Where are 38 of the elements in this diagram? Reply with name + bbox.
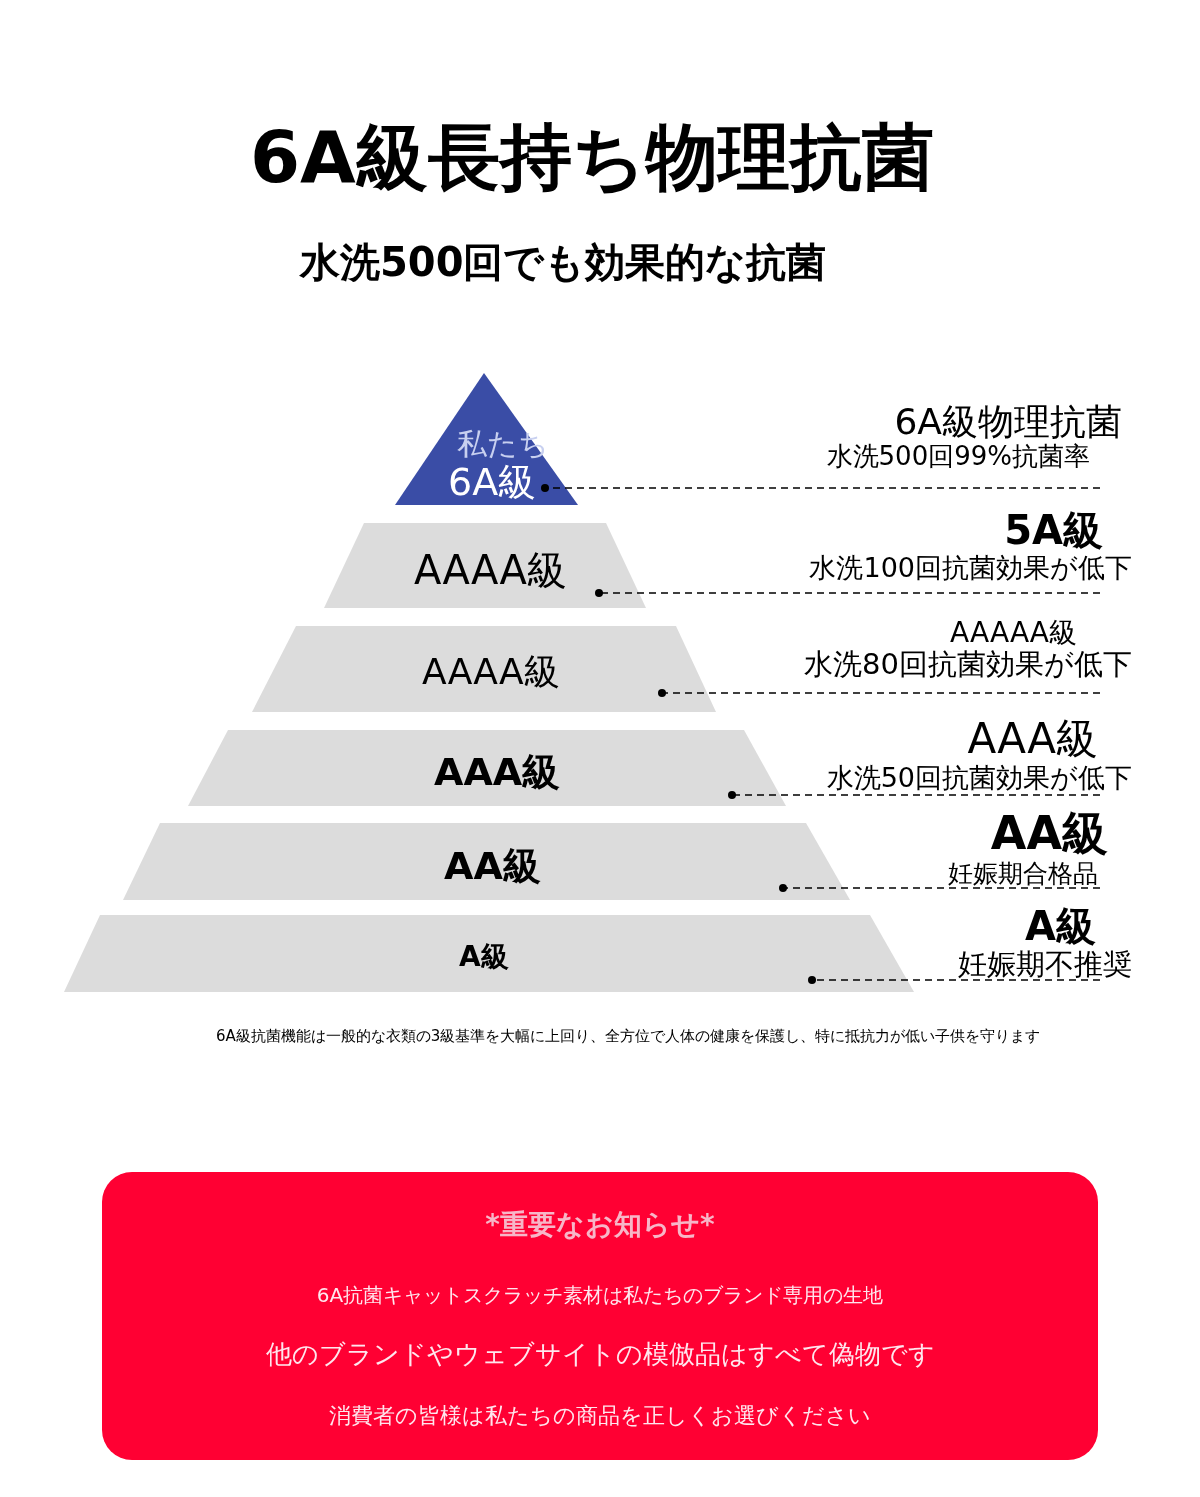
title: 6A級長持ち物理抗菌 bbox=[250, 118, 934, 198]
leader-line bbox=[595, 589, 1101, 597]
grade-text: 水洗500回99%抗菌率 bbox=[826, 442, 1090, 471]
leader-line bbox=[779, 884, 1101, 892]
trapezoid-tier bbox=[188, 730, 786, 806]
tier-label: AAAA級 bbox=[414, 548, 567, 592]
leader-line bbox=[808, 976, 1101, 984]
tier-label: AAA級 bbox=[434, 752, 561, 794]
leader-line bbox=[541, 484, 1101, 492]
footnote: 6A級抗菌機能は一般的な衣類の3級基準を大幅に上回り、全方位で人体の健康を保護し、特に抵抗力が低い子供を守ります bbox=[216, 1028, 1041, 1045]
grade-text: 妊娠期不推奨 bbox=[958, 948, 1132, 981]
subtitle: 水洗500回でも効果的な抗菌 bbox=[300, 240, 827, 284]
trapezoid-tier bbox=[123, 823, 850, 900]
notice-text: 他のブランドやウェブサイトの模倣品はすべて偽物です bbox=[264, 1340, 936, 1369]
notice-text: 6A抗菌キャットスクラッチ素材は私たちのブランド専用の生地 bbox=[315, 1284, 885, 1306]
tier-label: 6A級 bbox=[448, 462, 537, 504]
grade-text: 水洗100回抗菌効果が低下 bbox=[809, 552, 1132, 583]
grade-text: 妊娠期合格品 bbox=[948, 859, 1098, 887]
grade-text: 水洗50回抗菌効果が低下 bbox=[826, 763, 1132, 793]
notice-panel bbox=[102, 1172, 1098, 1460]
grade-heading: A級 bbox=[1025, 904, 1096, 948]
tier-label: AAAA級 bbox=[422, 652, 560, 692]
grade-text: 水洗80回抗菌効果が低下 bbox=[804, 649, 1132, 682]
trapezoid-tier bbox=[252, 626, 716, 712]
leader-line bbox=[728, 791, 1101, 799]
grade-heading: AAAAA級 bbox=[950, 618, 1077, 649]
grade-heading: 6A級物理抗菌 bbox=[894, 402, 1122, 442]
trapezoid-tier bbox=[324, 523, 646, 608]
notice-text: 消費者の皆様は私たちの商品を正しくお選びください bbox=[328, 1404, 872, 1429]
tier-label: AA級 bbox=[444, 846, 541, 888]
notice-heading: *重要なお知らせ* bbox=[484, 1210, 716, 1241]
tier-label: A級 bbox=[459, 942, 509, 973]
grade-heading: 5A級 bbox=[1004, 508, 1103, 552]
grade-heading: AA級 bbox=[990, 808, 1108, 859]
leader-line bbox=[658, 689, 1101, 697]
triangle-tier bbox=[395, 373, 578, 505]
trapezoid-tier bbox=[64, 915, 914, 992]
grade-heading: AAA級 bbox=[967, 716, 1098, 763]
